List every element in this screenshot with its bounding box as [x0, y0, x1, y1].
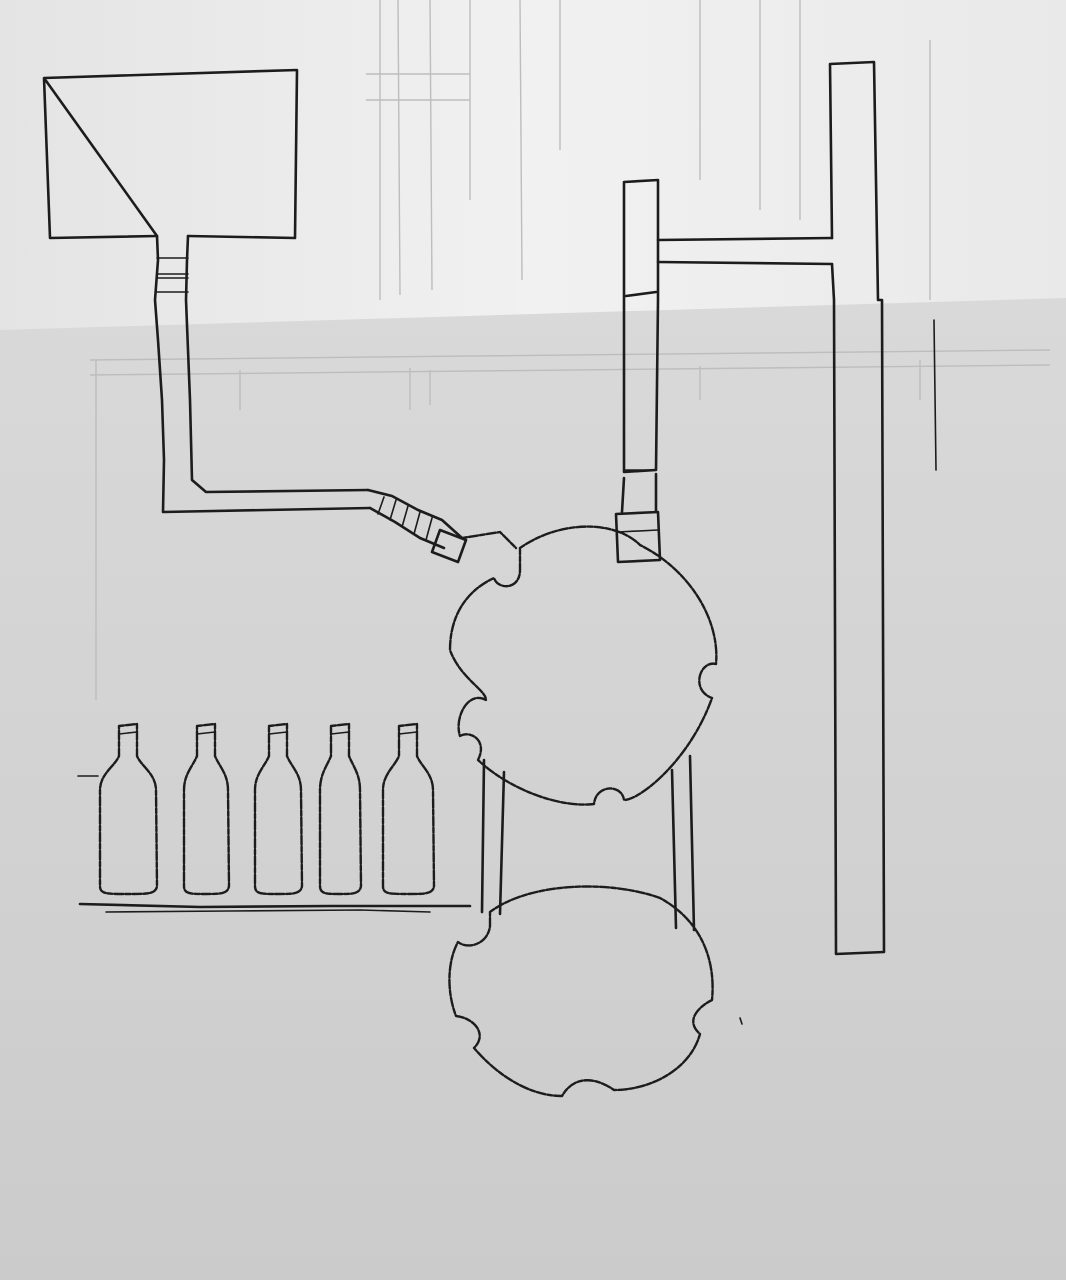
paper-fold — [0, 298, 1066, 1280]
paper-top — [0, 0, 1066, 330]
